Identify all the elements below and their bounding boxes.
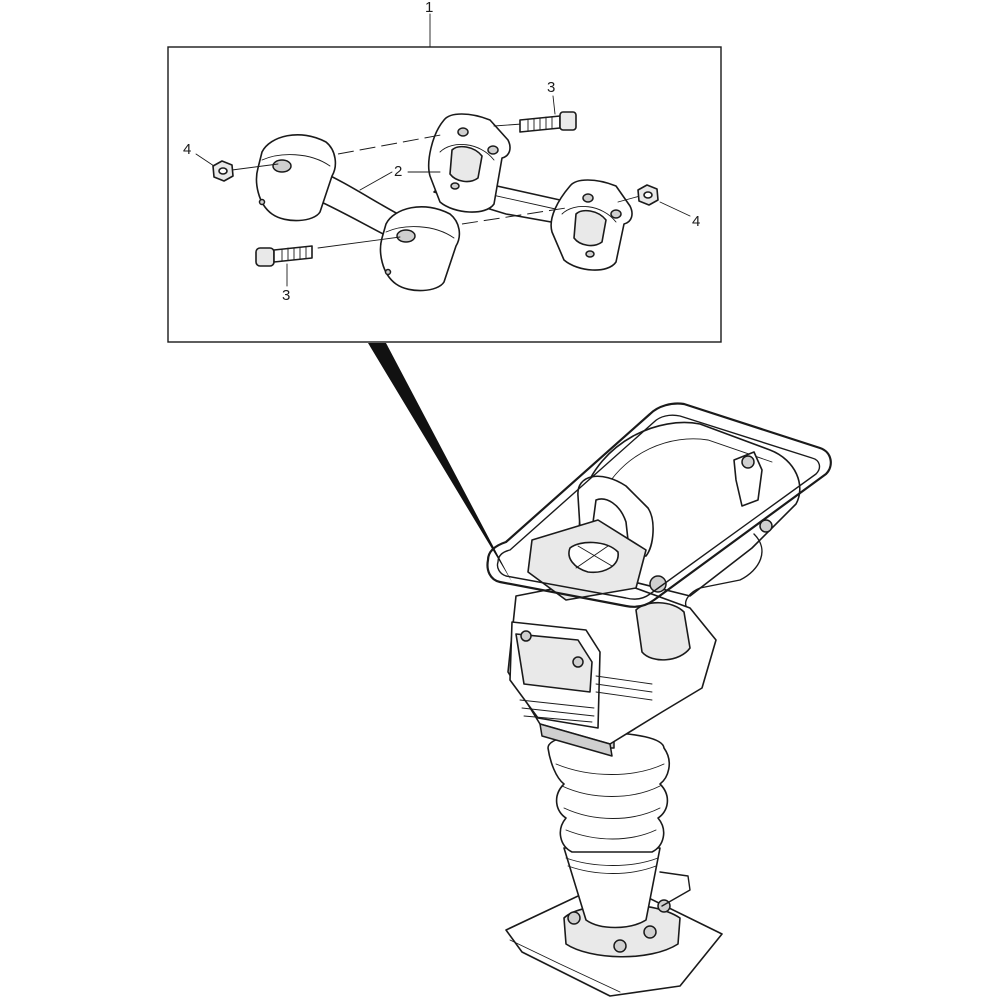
callout-4-right: 4 xyxy=(692,213,701,230)
handle-bar-clamp-front xyxy=(255,134,461,292)
callout-3-lower: 3 xyxy=(282,287,291,304)
callout-2: 2 xyxy=(394,163,403,180)
callout-4-left: 4 xyxy=(183,141,192,158)
rammer-machine xyxy=(486,402,832,997)
callout-leaders xyxy=(195,95,691,287)
nut-right xyxy=(637,184,659,206)
bolt-lower xyxy=(255,245,313,267)
bolt-upper xyxy=(519,111,577,133)
callout-1: 1 xyxy=(425,0,434,16)
detail-pointer-wedge xyxy=(368,343,512,582)
callout-3-upper: 3 xyxy=(547,79,556,96)
nut-left xyxy=(212,160,234,182)
assembly-guide-lines xyxy=(231,123,641,249)
detail-frame xyxy=(167,13,722,343)
handle-bracket-rear xyxy=(428,113,633,271)
